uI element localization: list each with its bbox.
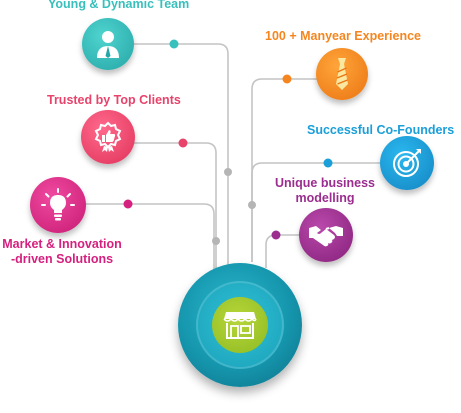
label-business-line2: modelling xyxy=(295,191,355,205)
label-business: Unique business modelling xyxy=(272,176,378,206)
hub-core xyxy=(212,297,268,353)
team-icon-circle xyxy=(82,18,134,70)
label-cofounders: Successful Co-Founders xyxy=(307,123,455,137)
connector-innovation xyxy=(82,203,215,276)
necktie-icon xyxy=(336,58,348,90)
handshake-icon xyxy=(309,226,343,247)
award-thumbs-up-icon xyxy=(94,121,122,152)
label-team: Young & Dynamic Team xyxy=(48,0,190,11)
innovation-icon-circle xyxy=(30,177,86,233)
business-icon-circle xyxy=(299,208,353,262)
connector-experience xyxy=(251,78,318,262)
dot-team xyxy=(169,39,179,49)
clients-icon-circle xyxy=(81,110,135,164)
target-icon xyxy=(393,149,421,177)
storefront-icon xyxy=(223,312,257,339)
dot-experience xyxy=(282,74,292,84)
connector-cofounders xyxy=(251,162,382,262)
label-clients: Trusted by Top Clients xyxy=(47,93,181,107)
experience-icon-circle xyxy=(316,48,368,100)
dot-cofounders xyxy=(323,158,333,168)
dot-junction-3 xyxy=(212,237,220,245)
central-hub xyxy=(178,263,302,387)
label-innovation: Market & Innovation -driven Solutions xyxy=(0,237,124,267)
cofounders-icon-circle xyxy=(380,136,434,190)
connector-team xyxy=(132,43,229,270)
label-innovation-line1: Market & Innovation xyxy=(2,237,122,251)
lightbulb-icon xyxy=(41,188,75,221)
person-icon xyxy=(97,31,119,58)
connector-clients xyxy=(133,142,217,272)
label-experience: 100 + Manyear Experience xyxy=(265,29,421,43)
dot-junction-2 xyxy=(248,201,256,209)
dot-innovation xyxy=(123,199,133,209)
label-innovation-line2: -driven Solutions xyxy=(10,252,114,266)
label-business-line1: Unique business xyxy=(274,176,376,190)
connector-business xyxy=(265,234,302,268)
dot-junction-1 xyxy=(224,168,232,176)
dot-business xyxy=(271,230,281,240)
dot-clients xyxy=(178,138,188,148)
